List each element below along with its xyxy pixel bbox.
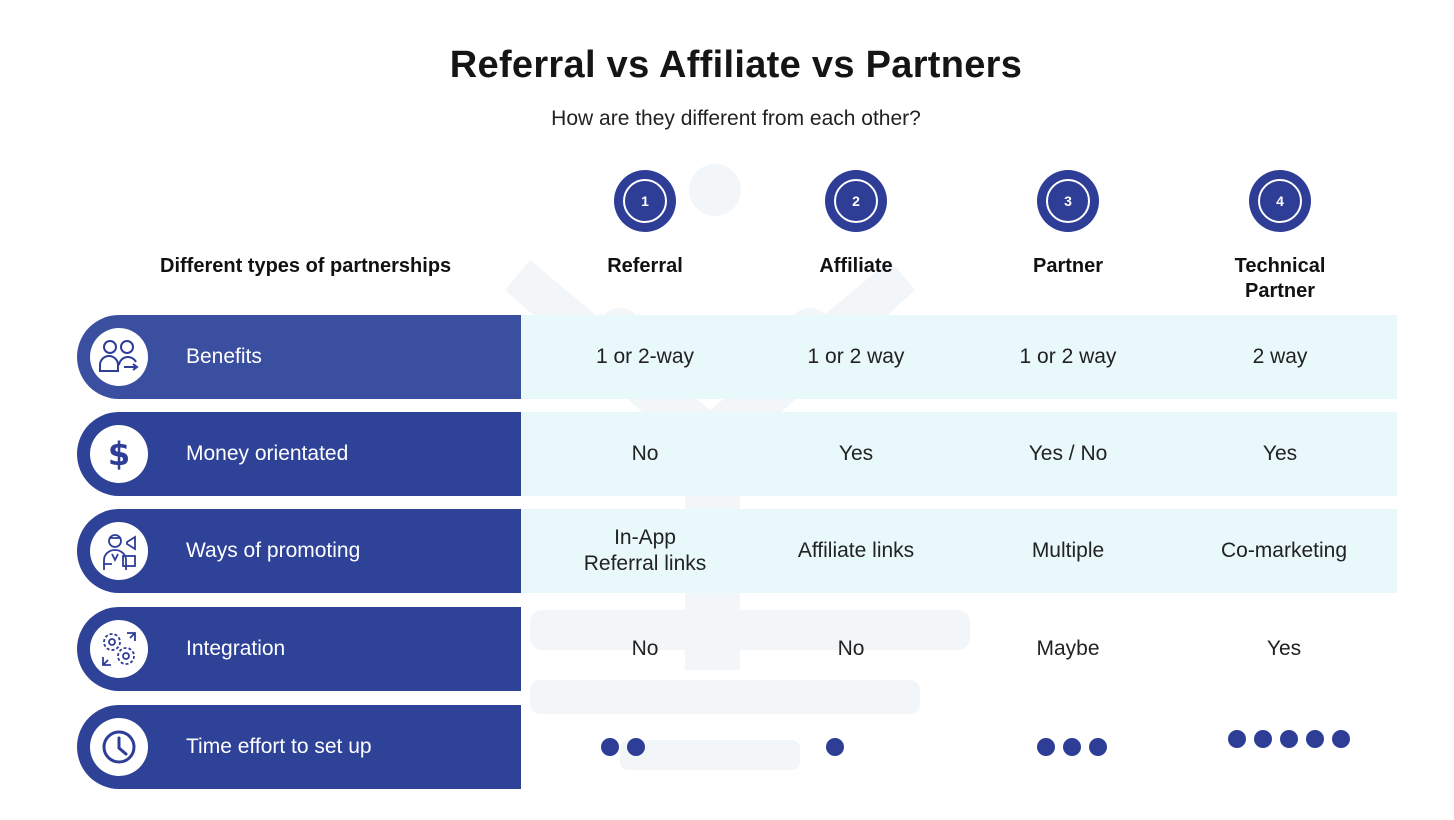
column-label: Affiliate: [819, 255, 893, 277]
table-cell: 1 or 2 way: [1019, 345, 1117, 368]
number-badge: 3: [1037, 170, 1099, 232]
table-cell: In-App Referral links: [583, 526, 707, 575]
effort-dot: [1089, 738, 1107, 756]
promoter-icon: [90, 522, 148, 580]
number-badge: 1: [614, 170, 676, 232]
page-subtitle: How are they different from each other?: [551, 107, 921, 130]
effort-dots-technical-partner: [1179, 697, 1399, 781]
table-cell: Yes: [838, 442, 874, 465]
table-cell: Affiliate links: [797, 539, 915, 562]
number-badge: 2: [825, 170, 887, 232]
effort-dots-referral: [513, 705, 733, 789]
column-header-referral: 1 Referral: [535, 170, 755, 279]
number-badge-text: 2: [834, 179, 878, 223]
number-badge: 4: [1249, 170, 1311, 232]
column-label: Referral: [607, 255, 683, 277]
row-label-pill: Benefits: [77, 315, 521, 399]
table-row-ways-of-promoting: Ways of promoting In-App Referral links …: [77, 509, 1397, 593]
number-badge-text: 3: [1046, 179, 1090, 223]
row-header-label: Different types of partnerships: [160, 255, 452, 277]
effort-dot: [1037, 738, 1055, 756]
table-cell: Multiple: [1031, 539, 1105, 562]
effort-dot: [826, 738, 844, 756]
number-badge-text: 1: [623, 179, 667, 223]
row-label: Time effort to set up: [186, 735, 372, 758]
effort-dot: [1063, 738, 1081, 756]
table-cell: Yes: [1266, 637, 1302, 660]
table-cell: No: [837, 637, 865, 660]
number-badge-text: 4: [1258, 179, 1302, 223]
row-band: [520, 315, 1397, 399]
row-label-pill: Time effort to set up: [77, 705, 521, 789]
clock-icon: [90, 718, 148, 776]
table-cell: No: [631, 442, 659, 465]
effort-dot: [1280, 730, 1298, 748]
table-cell: Co-marketing: [1220, 539, 1348, 562]
table-row-integration: Integration No No Maybe Yes: [77, 607, 1397, 691]
row-label: Integration: [186, 637, 286, 660]
row-band: [520, 412, 1397, 496]
effort-dot: [627, 738, 645, 756]
table-row-money-orientated: $ Money orientated No Yes Yes / No Yes: [77, 412, 1397, 496]
effort-dot: [601, 738, 619, 756]
row-label-pill: Integration: [77, 607, 521, 691]
effort-dots-partner: [962, 705, 1182, 789]
effort-dot: [1306, 730, 1324, 748]
effort-dots-affiliate: [725, 705, 945, 789]
table-cell: 1 or 2 way: [807, 345, 905, 368]
row-label-pill: $ Money orientated: [77, 412, 521, 496]
effort-dot: [1332, 730, 1350, 748]
column-label: Technical Partner: [1234, 255, 1326, 302]
table-cell: 2 way: [1252, 345, 1308, 368]
row-label: Money orientated: [186, 442, 349, 465]
column-header-partner: 3 Partner: [958, 170, 1178, 279]
table-cell: Yes / No: [1028, 442, 1108, 465]
gears-integration-icon: [90, 620, 148, 678]
row-label-pill: Ways of promoting: [77, 509, 521, 593]
page-title: Referral vs Affiliate vs Partners: [449, 44, 1023, 86]
row-label: Benefits: [186, 345, 262, 368]
column-header-affiliate: 2 Affiliate: [746, 170, 966, 279]
table-cell: No: [631, 637, 659, 660]
row-band: [520, 509, 1397, 593]
table-cell: 1 or 2-way: [595, 345, 695, 368]
dollar-icon: $: [90, 425, 148, 483]
row-label: Ways of promoting: [186, 539, 361, 562]
table-row-time-effort: Time effort to set up: [77, 705, 1397, 789]
table-cell: Maybe: [1036, 637, 1100, 660]
column-header-technical-partner: 4 Technical Partner: [1170, 170, 1390, 304]
people-exchange-icon: [90, 328, 148, 386]
effort-dot: [1254, 730, 1272, 748]
column-label: Partner: [1032, 255, 1104, 277]
table-cell: Yes: [1262, 442, 1298, 465]
table-row-benefits: Benefits 1 or 2-way 1 or 2 way 1 or 2 wa…: [77, 315, 1397, 399]
effort-dot: [1228, 730, 1246, 748]
